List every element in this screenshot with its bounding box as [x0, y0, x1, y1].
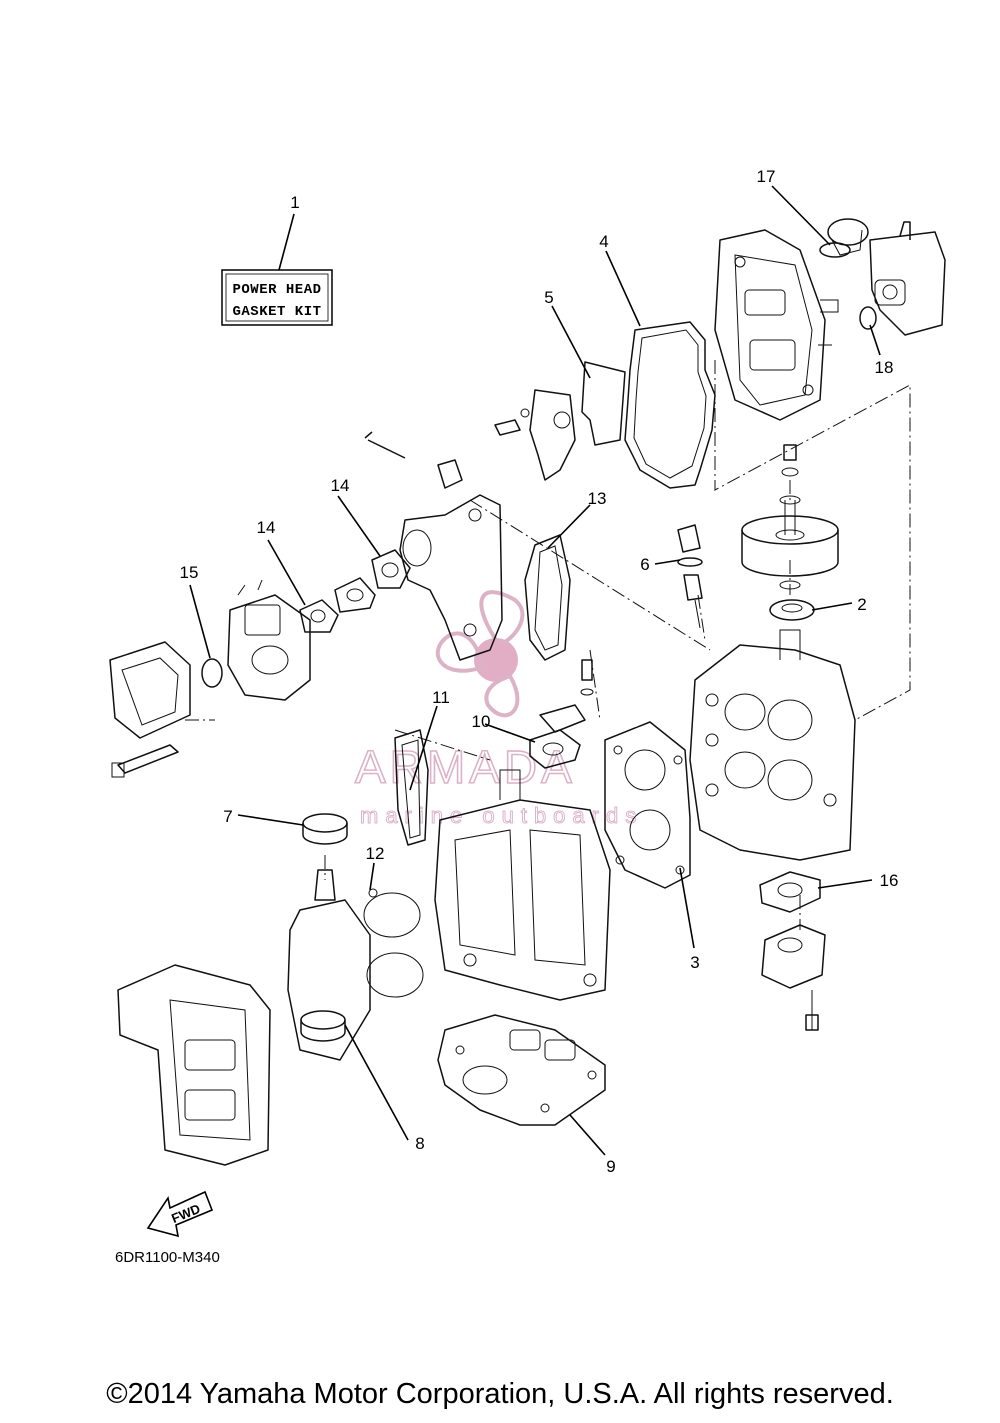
callout-14-lower: 14: [257, 518, 276, 537]
callout-10: 10: [472, 712, 491, 731]
callout-12: 12: [366, 844, 385, 863]
lower-casing: [117, 964, 271, 1166]
crankshaft-assembly: [287, 813, 424, 1061]
crankcase: [434, 769, 611, 1001]
carburetor: [201, 579, 311, 701]
callout-6: 6: [640, 555, 649, 574]
kit-label-line1: POWER HEAD: [232, 282, 321, 298]
callout-1: 1: [290, 193, 299, 212]
cylinder-head: [714, 229, 839, 421]
copyright-notice: ©2014 Yamaha Motor Corporation, U.S.A. A…: [106, 1378, 894, 1410]
callout-11: 11: [432, 688, 450, 707]
callout-13: 13: [588, 489, 607, 508]
silencer: [109, 641, 191, 778]
watermark-brand: ARMADA: [355, 741, 576, 793]
thermostat-cover: [819, 218, 946, 336]
fwd-label: FWD: [169, 1201, 202, 1226]
callout-14-upper: 14: [331, 476, 350, 495]
assembly-lines: [185, 360, 911, 930]
small-gasket-10: [529, 659, 594, 769]
callout-9: 9: [606, 1157, 615, 1176]
fwd-arrow-icon: FWD: [146, 1190, 214, 1238]
callout-15: 15: [180, 563, 199, 582]
kit-label-line2: GASKET KIT: [232, 304, 321, 320]
pulley-assembly: [741, 444, 839, 621]
callout-numbers: 1 2 3 4 5 6 7 8 9 10 11 12 13 14 14 15 1…: [180, 167, 899, 1176]
watermark-tagline: marine outboards: [360, 803, 643, 828]
intake-manifold: [364, 431, 503, 661]
callout-3: 3: [690, 953, 699, 972]
gasket-11: [394, 729, 429, 846]
gasket-kit-label: POWER HEAD GASKET KIT: [221, 269, 333, 326]
callout-5: 5: [544, 288, 553, 307]
callout-8: 8: [415, 1134, 424, 1153]
head-cover-gasket: [624, 321, 716, 489]
pump-assembly: [759, 871, 826, 1031]
gasket-13: [524, 534, 571, 661]
callout-18: 18: [875, 358, 894, 377]
diagram-code: 6DR1100-M340: [115, 1249, 220, 1266]
callout-7: 7: [223, 807, 232, 826]
plate-assembly: [494, 361, 626, 481]
gasket-9: [437, 1014, 606, 1126]
head-gasket: [604, 721, 691, 889]
watermark-logo: ARMADA marine outboards: [354, 590, 643, 829]
callout-4: 4: [599, 232, 608, 251]
callout-16: 16: [880, 871, 899, 890]
callout-17: 17: [757, 167, 776, 186]
callout-2: 2: [857, 595, 866, 614]
cylinder-block-right: [689, 629, 856, 861]
carburetor-spacer: [299, 549, 411, 633]
leader-lines: [189, 185, 881, 1156]
plug-assembly: [677, 524, 703, 629]
